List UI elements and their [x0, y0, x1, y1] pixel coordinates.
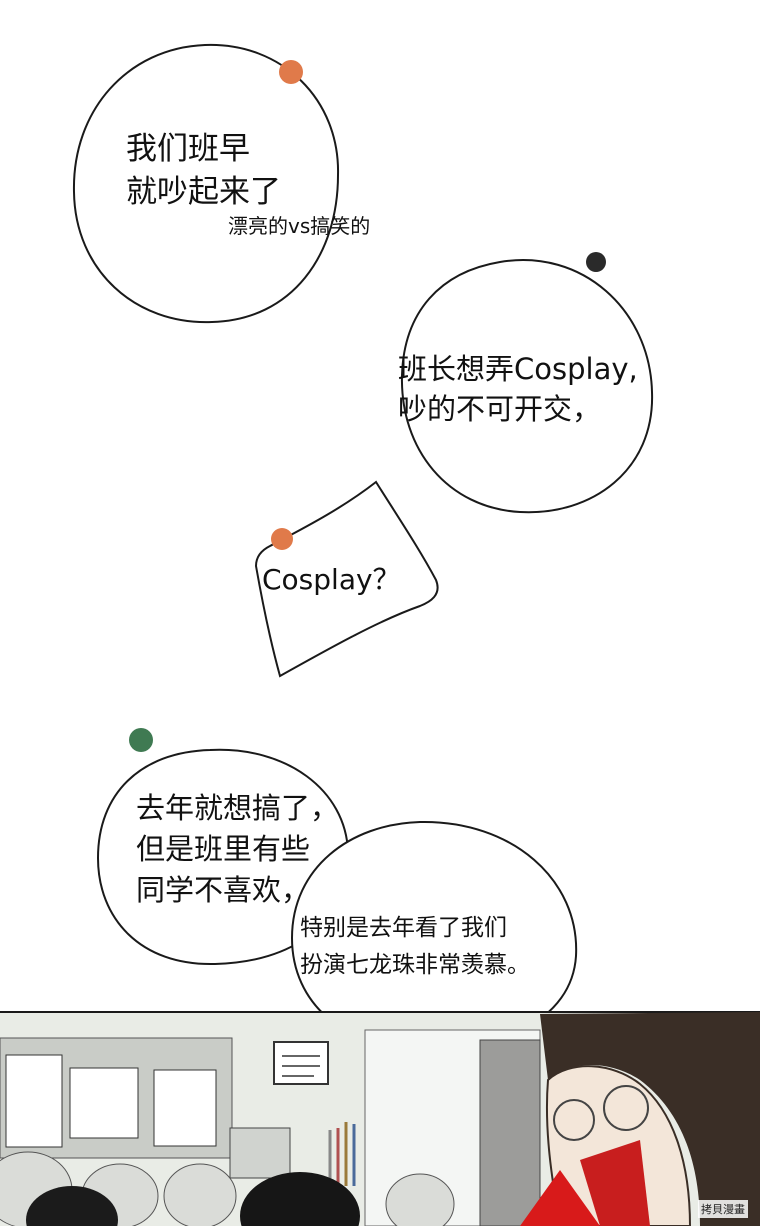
bubble-4-line-3: 同学不喜欢，	[136, 873, 311, 907]
red-shirt	[520, 1170, 600, 1226]
bubble-2-line-1: 班长想弄Cosplay,	[398, 352, 638, 386]
bubble-4-line-2: 但是班里有些	[136, 832, 311, 866]
bubble-1-line-2: 就吵起来了	[126, 174, 281, 210]
bubble-1-text: 我们班早就吵起来了	[126, 128, 281, 214]
door-panel	[479, 1039, 541, 1226]
student-dark-hair-1	[26, 1186, 118, 1226]
bubble-5-line-1: 特别是去年看了我们	[300, 915, 507, 941]
orange-dot-1	[279, 60, 303, 84]
glasses-right	[603, 1085, 649, 1131]
bubble-5-text: 特别是去年看了我们扮演七龙珠非常羡慕。	[300, 910, 530, 984]
paper-1	[5, 1054, 63, 1148]
notice-frame	[273, 1041, 329, 1085]
orange-dot-2	[271, 528, 293, 550]
classroom-panel	[0, 1011, 760, 1226]
character-face	[545, 1065, 692, 1226]
paper-3	[153, 1069, 217, 1147]
student-dark-hair-2	[240, 1172, 360, 1226]
bubble-5-line-2: 扮演七龙珠非常羡慕。	[300, 952, 530, 978]
character-mouth	[580, 1140, 650, 1226]
speech-bubble-4	[96, 748, 350, 966]
green-dot	[129, 728, 153, 752]
bubble-3-text: Cosplay？	[262, 563, 401, 596]
watermark: 拷貝漫畫	[698, 1200, 748, 1218]
bubble-1-line-1: 我们班早	[126, 131, 250, 167]
bubble-4-line-1: 去年就想搞了，	[136, 791, 340, 825]
bubble-4-text: 去年就想搞了， 但是班里有些同学不喜欢，	[136, 788, 339, 911]
student-head-4	[385, 1173, 455, 1226]
bubble-2-text: 班长想弄Cosplay, 吵的不可开交，	[398, 349, 638, 429]
bubble-1-aside: 漂亮的vs搞笑的	[228, 214, 371, 238]
speech-bubble-3	[254, 480, 439, 678]
speech-bubble-2	[400, 259, 654, 514]
dark-dot	[586, 252, 606, 272]
student-head-3	[163, 1163, 237, 1226]
character-hair	[540, 1012, 760, 1226]
glasses-left	[553, 1099, 595, 1141]
bubble-2-line-2: 吵的不可开交，	[398, 392, 602, 426]
paper-2	[69, 1067, 139, 1139]
speech-bubble-1	[72, 43, 340, 324]
locker	[229, 1127, 291, 1179]
